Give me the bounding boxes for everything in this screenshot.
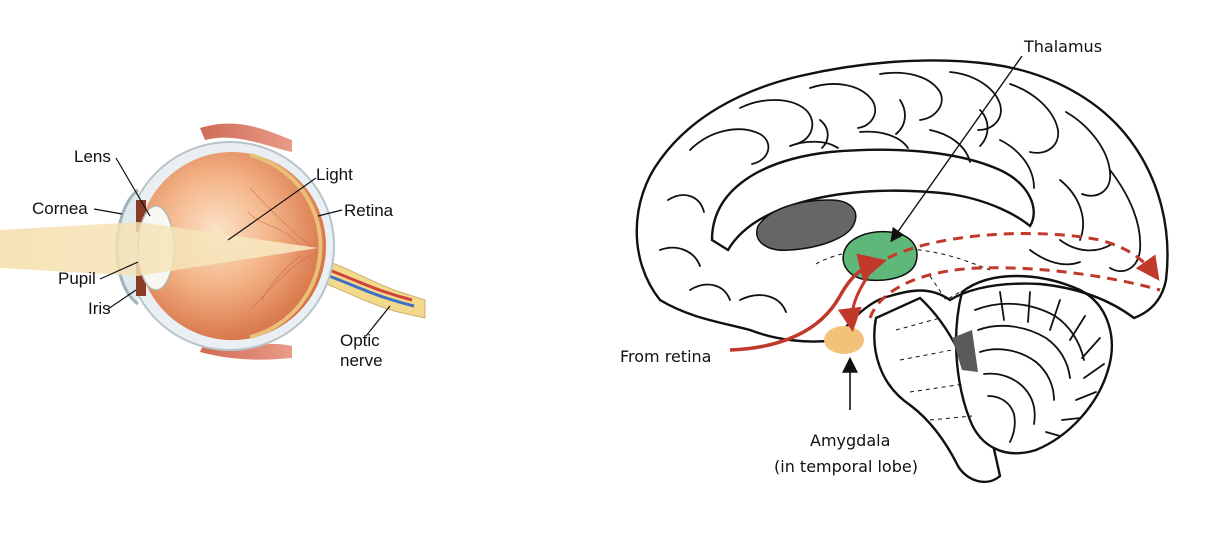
label-amygdala: Amygdala (810, 431, 890, 450)
label-optic-nerve-line1: Optic (340, 331, 380, 350)
label-cornea: Cornea (32, 199, 88, 218)
label-thalamus: Thalamus (1023, 37, 1102, 56)
label-pupil: Pupil (58, 269, 96, 288)
label-optic-nerve-line2: nerve (340, 351, 383, 370)
label-iris: Iris (88, 299, 111, 318)
cerebellum (954, 274, 1113, 455)
label-light: Light (316, 165, 353, 184)
midbrain-boundary (929, 275, 961, 301)
retina (249, 153, 323, 339)
eye-labels: Lens Cornea Pupil Iris Light Retina Opti… (32, 147, 394, 370)
thalamus-pointer (890, 55, 1023, 243)
temporal-region-boundary (815, 248, 991, 271)
fourth-ventricle (952, 330, 978, 372)
eye-diagram: Lens Cornea Pupil Iris Light Retina Opti… (0, 123, 426, 370)
corpus-callosum (710, 148, 1035, 252)
brainstem-divisions (895, 317, 973, 421)
thalamus (842, 230, 918, 282)
thalamus-to-amygdala-pathway (837, 275, 870, 332)
label-retina: Retina (344, 201, 394, 220)
amygdala (824, 326, 864, 354)
label-lens: Lens (74, 147, 111, 166)
retina-to-thalamus-pathway (729, 253, 887, 352)
brain-diagram: Thalamus From retina Amygdala (in tempor… (620, 37, 1169, 483)
thalamus-to-cortex-dashed-lower (868, 266, 1161, 319)
label-amygdala-location: (in temporal lobe) (774, 457, 918, 476)
upper-eye-muscle (200, 123, 292, 152)
retinal-vessels (247, 187, 319, 309)
cerebellum-folia (974, 291, 1105, 443)
label-from-retina: From retina (620, 347, 711, 366)
lateral-ventricle (756, 199, 857, 251)
thalamus-to-cortex-dashed-upper (887, 232, 1160, 281)
light-beam (0, 222, 318, 276)
